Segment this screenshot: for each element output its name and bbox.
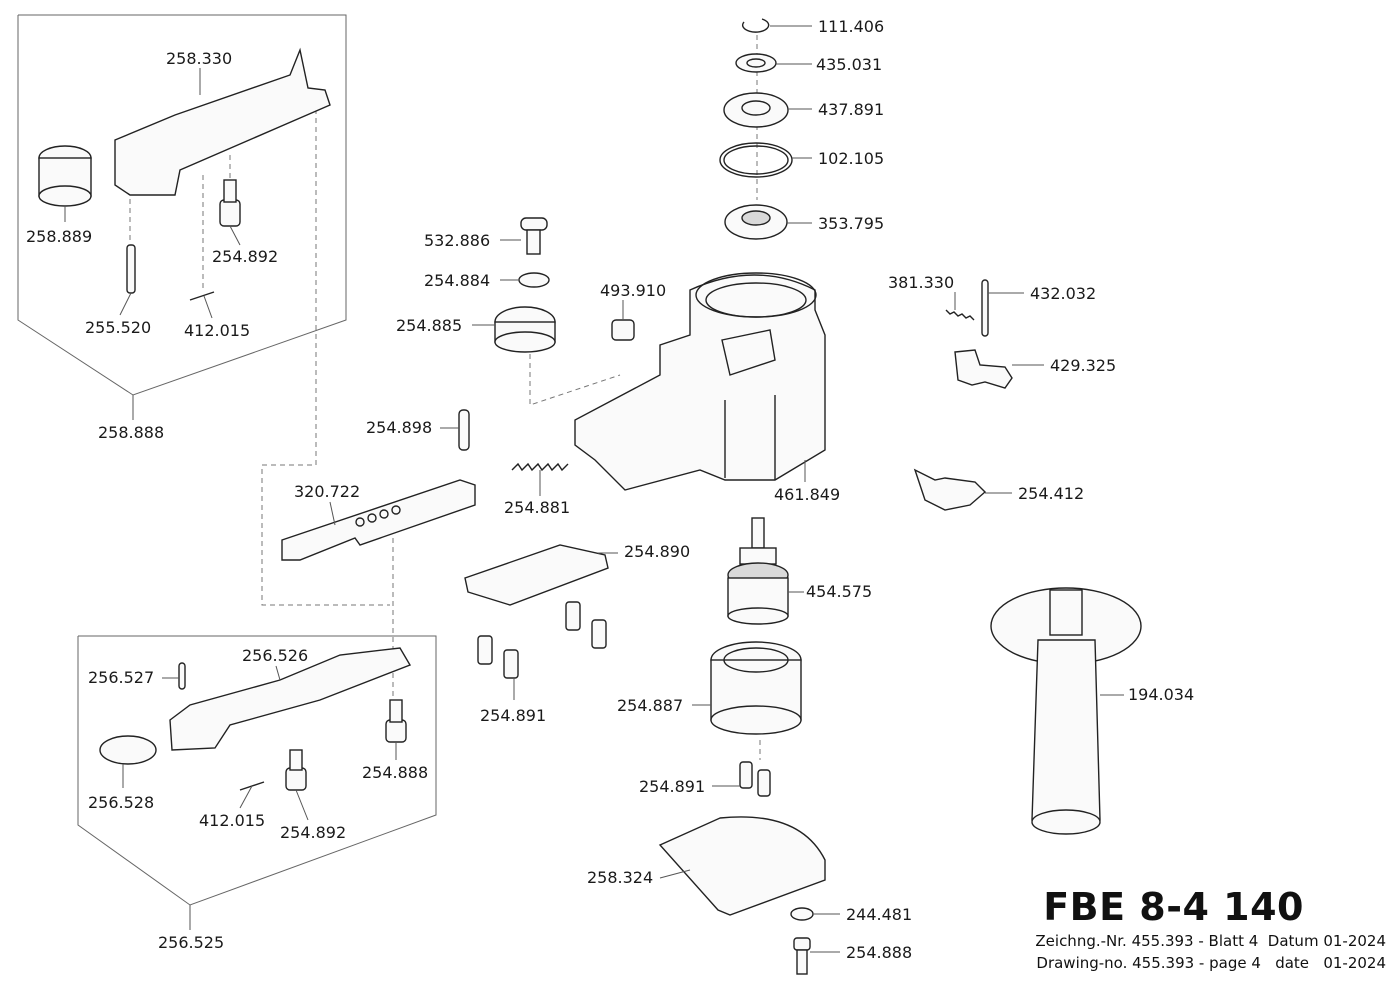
label-412015-a: 412.015 xyxy=(184,321,250,340)
label-432032: 432.032 xyxy=(1030,284,1096,303)
screw-254888-a-shape xyxy=(793,937,811,951)
slide-bar-320722-shape xyxy=(281,479,476,561)
label-254888-a: 254.888 xyxy=(846,943,912,962)
label-254884: 254.884 xyxy=(424,271,490,290)
washer-254884-shape xyxy=(518,272,550,288)
lever-429325-shape xyxy=(954,349,1013,389)
label-437891: 437.891 xyxy=(818,100,884,119)
guard-plate-258324-shape xyxy=(658,816,826,916)
screw-254888-b-shape xyxy=(385,719,407,743)
washer-244481-shape xyxy=(790,907,814,921)
label-256525: 256.525 xyxy=(158,933,224,952)
label-254892-a: 254.892 xyxy=(212,247,278,266)
upper-left-assembly-frame xyxy=(17,14,347,420)
pin-432032-shape xyxy=(981,279,989,337)
part-labels: 111.406 435.031 437.891 102.105 353.795 … xyxy=(26,17,1194,962)
part-shapes xyxy=(38,18,1142,975)
label-254892-b: 254.892 xyxy=(280,823,346,842)
title-block: FBE 8-4 140 Zeichng.-Nr. 455.393 - Blatt… xyxy=(1035,884,1386,974)
label-102105: 102.105 xyxy=(818,149,884,168)
spindle-454575-shape xyxy=(751,517,765,549)
label-258324: 258.324 xyxy=(587,868,653,887)
lower-left-assembly-frame xyxy=(77,635,437,930)
arm-258330-shape xyxy=(114,47,331,196)
pin-255520-shape xyxy=(126,244,136,294)
plate-254890-shape xyxy=(464,544,609,606)
label-532886: 532.886 xyxy=(424,231,490,250)
label-258889: 258.889 xyxy=(26,227,92,246)
label-429325: 429.325 xyxy=(1050,356,1116,375)
pin-256527-shape xyxy=(178,662,186,690)
screw-254891-b-shape xyxy=(739,761,753,789)
sleeve-493910-shape xyxy=(611,319,635,341)
label-435031: 435.031 xyxy=(816,55,882,74)
slotted-nut-437891-shape xyxy=(723,92,789,128)
wing-screw-254412-shape xyxy=(913,468,987,511)
arm-256526-shape xyxy=(169,647,412,751)
spring-381330-shape xyxy=(945,309,975,321)
label-256528: 256.528 xyxy=(88,793,154,812)
pin-254898-shape xyxy=(458,409,470,451)
label-244481: 244.481 xyxy=(846,905,912,924)
pin-412015-a-shape xyxy=(189,291,215,301)
label-255520: 255.520 xyxy=(85,318,151,337)
label-381330: 381.330 xyxy=(888,273,954,292)
screw-254892-a-shape xyxy=(219,199,241,227)
label-254412: 254.412 xyxy=(1018,484,1084,503)
label-254887: 254.887 xyxy=(617,696,683,715)
screw-254892-b-shape xyxy=(285,767,307,791)
label-258888: 258.888 xyxy=(98,423,164,442)
label-254891-a: 254.891 xyxy=(480,706,546,725)
label-111406: 111.406 xyxy=(818,17,884,36)
label-258330: 258.330 xyxy=(166,49,232,68)
drawing-number-de: Zeichng.-Nr. 455.393 - Blatt 4 Datum 01-… xyxy=(1035,932,1386,950)
label-454575: 454.575 xyxy=(806,582,872,601)
label-256526: 256.526 xyxy=(242,646,308,665)
label-254891-b: 254.891 xyxy=(639,777,705,796)
label-254888-b: 254.888 xyxy=(362,763,428,782)
roller-256528-shape xyxy=(99,735,157,765)
screw-254891-a-shape xyxy=(477,635,493,665)
drawing-number-en: Drawing-no. 455.393 - page 4 date 01-202… xyxy=(1036,954,1386,972)
gear-housing-461849-shape xyxy=(574,274,826,491)
label-353795: 353.795 xyxy=(818,214,884,233)
label-254881: 254.881 xyxy=(504,498,570,517)
label-254885: 254.885 xyxy=(396,316,462,335)
spring-254881-shape xyxy=(511,462,569,472)
label-412015-b: 412.015 xyxy=(199,811,265,830)
retaining-ring-102105-shape xyxy=(719,142,793,178)
label-194034: 194.034 xyxy=(1128,685,1194,704)
label-493910: 493.910 xyxy=(600,281,666,300)
label-320722: 320.722 xyxy=(294,482,360,501)
label-256527: 256.527 xyxy=(88,668,154,687)
label-254890: 254.890 xyxy=(624,542,690,561)
label-461849: 461.849 xyxy=(774,485,840,504)
model-title: FBE 8-4 140 xyxy=(1043,885,1304,929)
screw-532886-shape xyxy=(520,217,548,231)
washer-435031-shape xyxy=(735,53,777,73)
circlip-111406-shape xyxy=(741,18,770,33)
leader-lines xyxy=(64,25,1124,953)
label-254898: 254.898 xyxy=(366,418,432,437)
